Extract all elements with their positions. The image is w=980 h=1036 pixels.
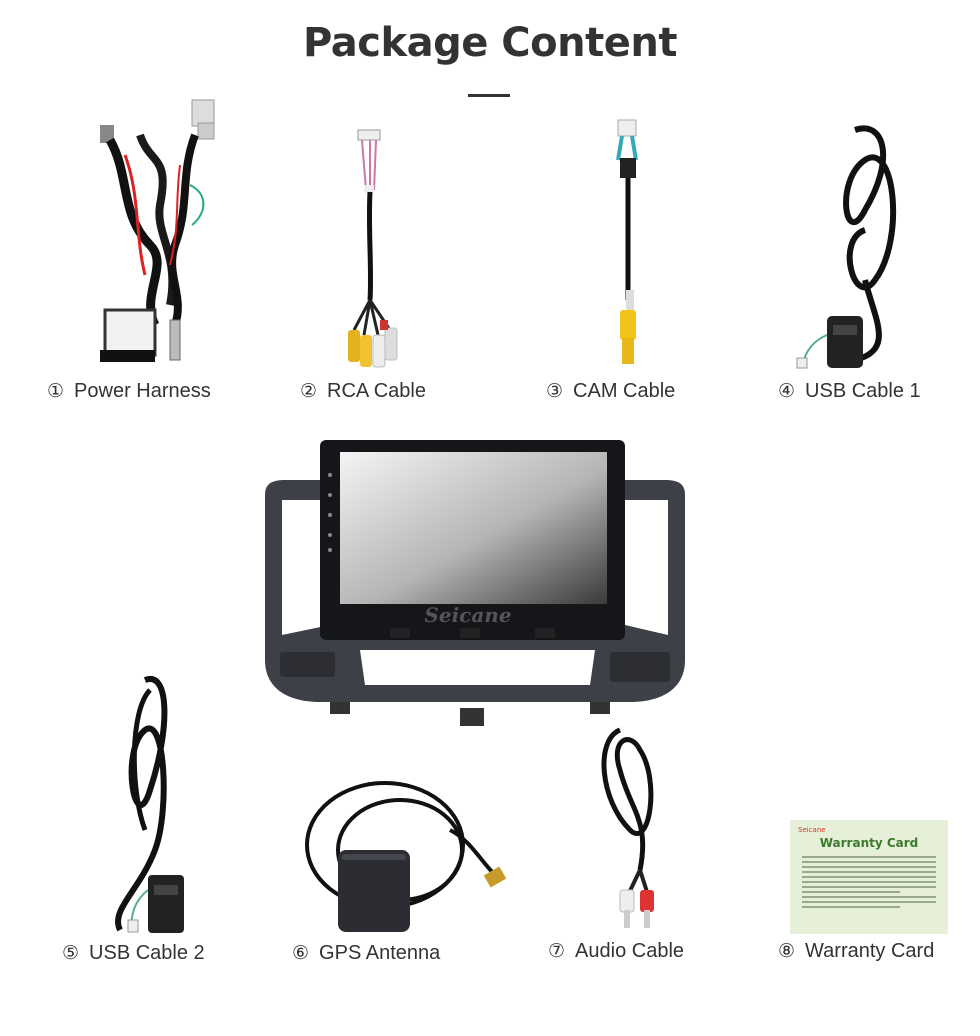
head-unit-brand-logo: Seicane [424,603,511,627]
gps-antenna-image [300,770,520,940]
head-unit-image: Seicane [260,440,690,730]
rca-cable-image [340,129,410,370]
usb-cable-2-image [100,670,190,940]
page-title: Package Content [303,20,677,66]
power-harness-image [80,95,240,370]
warranty-card-brand: Seicane [798,826,826,834]
warranty-card-text-lines [798,856,940,908]
warranty-card-title: Warranty Card [819,836,919,850]
cam-cable-image [610,119,650,370]
warranty-card-image: Seicane Warranty Card [790,820,948,934]
usb-cable-1-image [795,120,915,370]
title-divider [468,94,510,97]
audio-cable-image [590,720,680,935]
